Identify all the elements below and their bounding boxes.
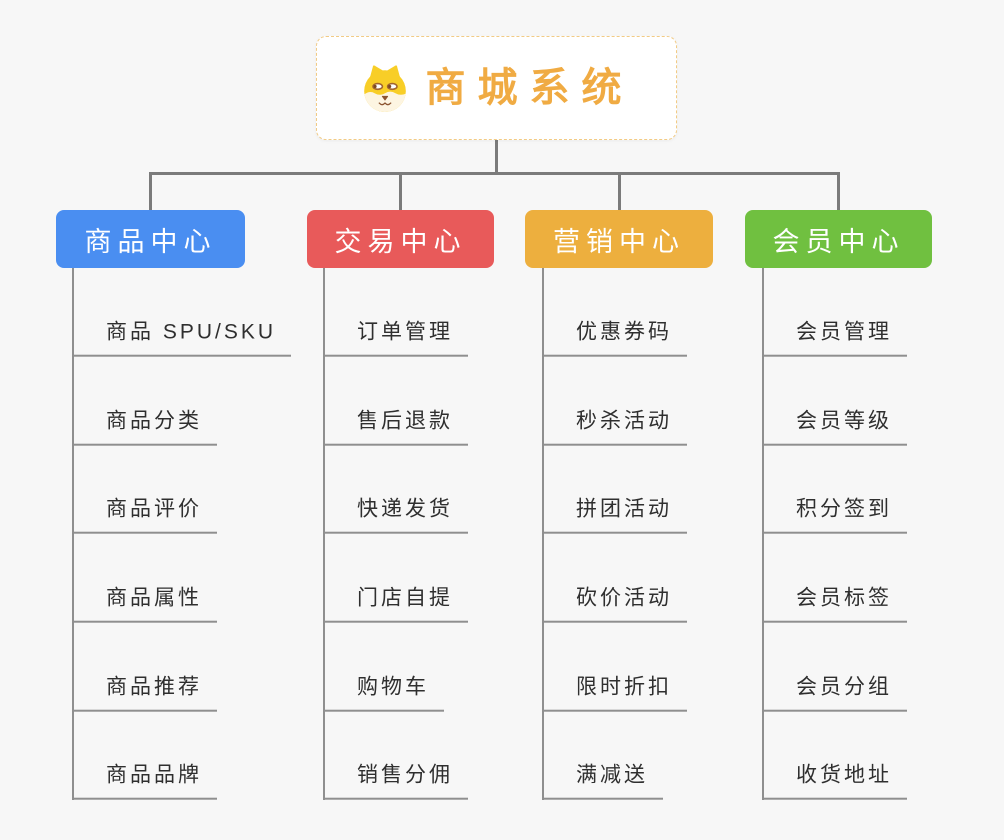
leaf-node[interactable]: 满减送 [542,762,663,800]
branch-connector-line [72,268,74,800]
leaf-node[interactable]: 收货地址 [762,762,907,800]
leaf-node[interactable]: 会员标签 [762,585,907,623]
leaf-node[interactable]: 拼团活动 [542,496,687,534]
leaf-node[interactable]: 快递发货 [323,496,468,534]
leaf-node[interactable]: 商品属性 [72,585,217,623]
connector-line [149,172,152,210]
connector-line [150,172,840,175]
leaf-node[interactable]: 会员管理 [762,319,907,357]
leaf-node[interactable]: 商品评价 [72,496,217,534]
leaf-node[interactable]: 购物车 [323,674,444,712]
connector-line [837,172,840,210]
leaf-node[interactable]: 积分签到 [762,496,907,534]
branch-node-member-center[interactable]: 会员中心 [745,210,932,268]
connector-line [495,140,498,175]
branch-connector-line [762,268,764,800]
leaf-node[interactable]: 订单管理 [323,319,468,357]
leaf-node[interactable]: 商品品牌 [72,762,217,800]
leaf-node[interactable]: 门店自提 [323,585,468,623]
leaf-node[interactable]: 秒杀活动 [542,408,687,446]
branch-node-product-center[interactable]: 商品中心 [56,210,245,268]
leaf-node[interactable]: 优惠券码 [542,319,687,357]
branch-node-trade-center[interactable]: 交易中心 [307,210,494,268]
leaf-node[interactable]: 商品推荐 [72,674,217,712]
branch-connector-line [323,268,325,800]
leaf-node[interactable]: 砍价活动 [542,585,687,623]
connector-line [399,172,402,210]
branch-connector-line [542,268,544,800]
leaf-node[interactable]: 会员分组 [762,674,907,712]
root-title: 商城系统 [425,66,634,110]
leaf-node[interactable]: 商品 SPU/SKU [72,319,292,357]
leaf-node[interactable]: 商品分类 [72,408,217,446]
leaf-node[interactable]: 售后退款 [323,408,468,446]
leaf-node[interactable]: 销售分佣 [323,762,468,800]
leaf-node[interactable]: 限时折扣 [542,674,687,712]
branch-node-marketing-center[interactable]: 营销中心 [525,210,713,268]
connector-line [618,172,621,210]
root-node[interactable]: 商城系统 [316,36,677,140]
shiba-dog-icon [363,65,406,112]
leaf-node[interactable]: 会员等级 [762,408,907,446]
